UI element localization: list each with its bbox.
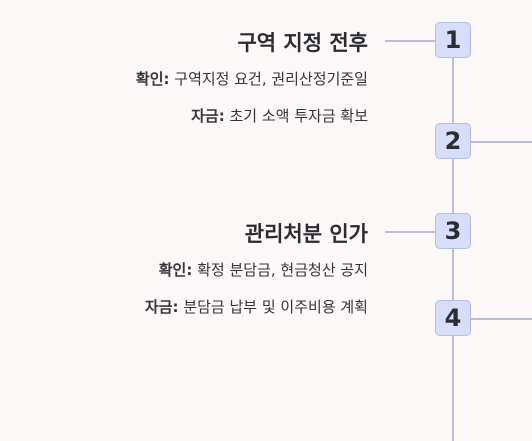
- stage-1-detail-2-text: 초기 소액 투자금 확보: [229, 107, 368, 125]
- stage-1-detail-1-label: 확인:: [135, 70, 170, 88]
- stage-1-detail-2-label: 자금:: [191, 107, 225, 125]
- stage-3-title: 관리처분 인가: [244, 222, 368, 246]
- stage-3-detail-2-text: 분담금 납부 및 이주비용 계획: [183, 298, 368, 316]
- stage-2-connector: [470, 141, 532, 143]
- stage-2-number: 2: [444, 127, 462, 155]
- stage-1-detail-1: 확인: 구역지정 요건, 권리산정기준일: [136, 68, 368, 89]
- stage-1-detail-1-text: 구역지정 요건, 권리산정기준일: [174, 70, 368, 88]
- stage-3-number: 3: [444, 217, 462, 245]
- stage-3-detail-1-text: 확정 분담금, 현금청산 공지: [197, 261, 368, 279]
- stage-3-connector: [385, 231, 436, 233]
- stage-1-detail-2: 자금: 초기 소액 투자금 확보: [191, 105, 368, 126]
- stage-3-detail-2-label: 자금:: [144, 298, 179, 316]
- stage-4-number: 4: [444, 304, 462, 332]
- stage-1-title: 구역 지정 전후: [237, 31, 368, 55]
- stage-3-detail-2: 자금: 분담금 납부 및 이주비용 계획: [145, 296, 368, 317]
- stage-2-number-box: 2: [435, 123, 471, 159]
- stage-1-number: 1: [444, 26, 462, 54]
- stage-3-number-box: 3: [435, 213, 471, 249]
- stage-1-connector: [385, 40, 436, 42]
- stage-3-detail-1: 확인: 확정 분담금, 현금청산 공지: [159, 259, 368, 280]
- stage-4-connector: [470, 318, 532, 320]
- stage-3-detail-1-label: 확인:: [158, 261, 193, 279]
- stage-4-number-box: 4: [435, 300, 471, 336]
- stage-1-number-box: 1: [435, 22, 471, 58]
